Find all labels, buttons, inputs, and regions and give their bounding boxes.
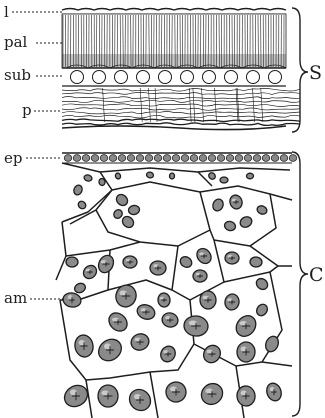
epidermis-cell [154, 155, 162, 162]
cell-walls [56, 163, 292, 418]
parenchyma-line [62, 96, 300, 98]
subepidermal-cell [115, 71, 128, 84]
starch-grain [254, 302, 269, 318]
seed-coat [62, 9, 300, 130]
cotyledon-bracket [292, 152, 308, 416]
epidermis-cell [289, 155, 297, 162]
epidermis-cell [217, 155, 225, 162]
subepidermal-cell [159, 71, 172, 84]
epidermis-cell [91, 155, 99, 162]
starch-grain [254, 276, 270, 291]
starch-grain [72, 184, 83, 196]
seed-coat-bracket [292, 8, 308, 132]
epidermis-cell [244, 155, 252, 162]
label-p: p [22, 101, 32, 119]
epidermis-cell [127, 155, 135, 162]
epidermis-cell [163, 155, 171, 162]
parenchyma-line [62, 100, 300, 102]
subepidermal-cell [71, 71, 84, 84]
palisade-shading [62, 54, 286, 68]
parenchyma-layer [62, 88, 300, 125]
epidermis-cell [82, 155, 90, 162]
epidermis-cell [235, 155, 243, 162]
bracket-label-s: S [309, 62, 322, 84]
epidermis-cell [181, 155, 189, 162]
epidermis-cells [64, 155, 297, 162]
epidermis-cell [199, 155, 207, 162]
starch-grain [220, 177, 228, 183]
parenchyma-line [62, 93, 300, 95]
cotyledon-tissue [56, 153, 297, 418]
starch-grain [115, 172, 122, 179]
starch-grain [73, 282, 87, 295]
epidermis-cell [271, 155, 279, 162]
starch-grain [250, 257, 263, 268]
starch-grain [128, 205, 140, 216]
starch-grain [256, 204, 268, 215]
epidermis-cell [145, 155, 153, 162]
starch-grain [83, 174, 92, 182]
epidermis-cell [280, 155, 288, 162]
subepidermal-cell [269, 71, 282, 84]
epidermis-cell [262, 155, 270, 162]
cuticle-layer [62, 9, 286, 11]
epidermis-cell [100, 155, 108, 162]
parenchyma-line [62, 119, 300, 121]
parenchyma-line [62, 111, 300, 113]
parenchyma-line [62, 88, 300, 91]
starch-grain [114, 192, 130, 207]
epidermis-cell [109, 155, 117, 162]
starch-grain [238, 215, 253, 230]
starch-grain [120, 214, 136, 229]
label-am: am [4, 289, 27, 307]
epidermis-cell [208, 155, 216, 162]
epidermis-cell [172, 155, 180, 162]
parenchyma-line [62, 115, 300, 118]
label-l: l [4, 3, 9, 21]
subepidermal-cell [137, 71, 150, 84]
parenchyma-wall [155, 88, 157, 122]
subepidermal-cell [247, 71, 260, 84]
starch-grain [112, 208, 124, 220]
parenchyma-line [62, 104, 300, 107]
epidermis-cell [136, 155, 144, 162]
starch-grain [211, 197, 225, 212]
starch-grain [77, 200, 88, 211]
epidermis-cell [190, 155, 198, 162]
epidermis-cell [253, 155, 261, 162]
subepidermal-cell [181, 71, 194, 84]
label-ep: ep [4, 149, 22, 167]
starch-grain [207, 171, 216, 180]
starch-grain [98, 178, 105, 186]
epidermis-cell [118, 155, 126, 162]
label-sub: sub [4, 66, 31, 84]
starch-grain [169, 173, 174, 179]
epidermis-cell [64, 155, 72, 162]
bracket-label-c: C [309, 264, 324, 286]
starch-grain [178, 255, 193, 270]
starch-grains [61, 171, 284, 415]
starch-grain [146, 171, 154, 178]
starch-grain [66, 257, 78, 267]
subepidermal-cell [203, 71, 216, 84]
subepidermal-cell [93, 71, 106, 84]
epidermis-cell [73, 155, 81, 162]
starch-grain [246, 173, 253, 179]
label-pal: pal [4, 33, 28, 51]
parenchyma-line [62, 108, 300, 111]
epidermis-cell [226, 155, 234, 162]
starch-grain [223, 220, 236, 232]
parenchyma-line [62, 123, 300, 126]
subepidermal-cell [225, 71, 238, 84]
